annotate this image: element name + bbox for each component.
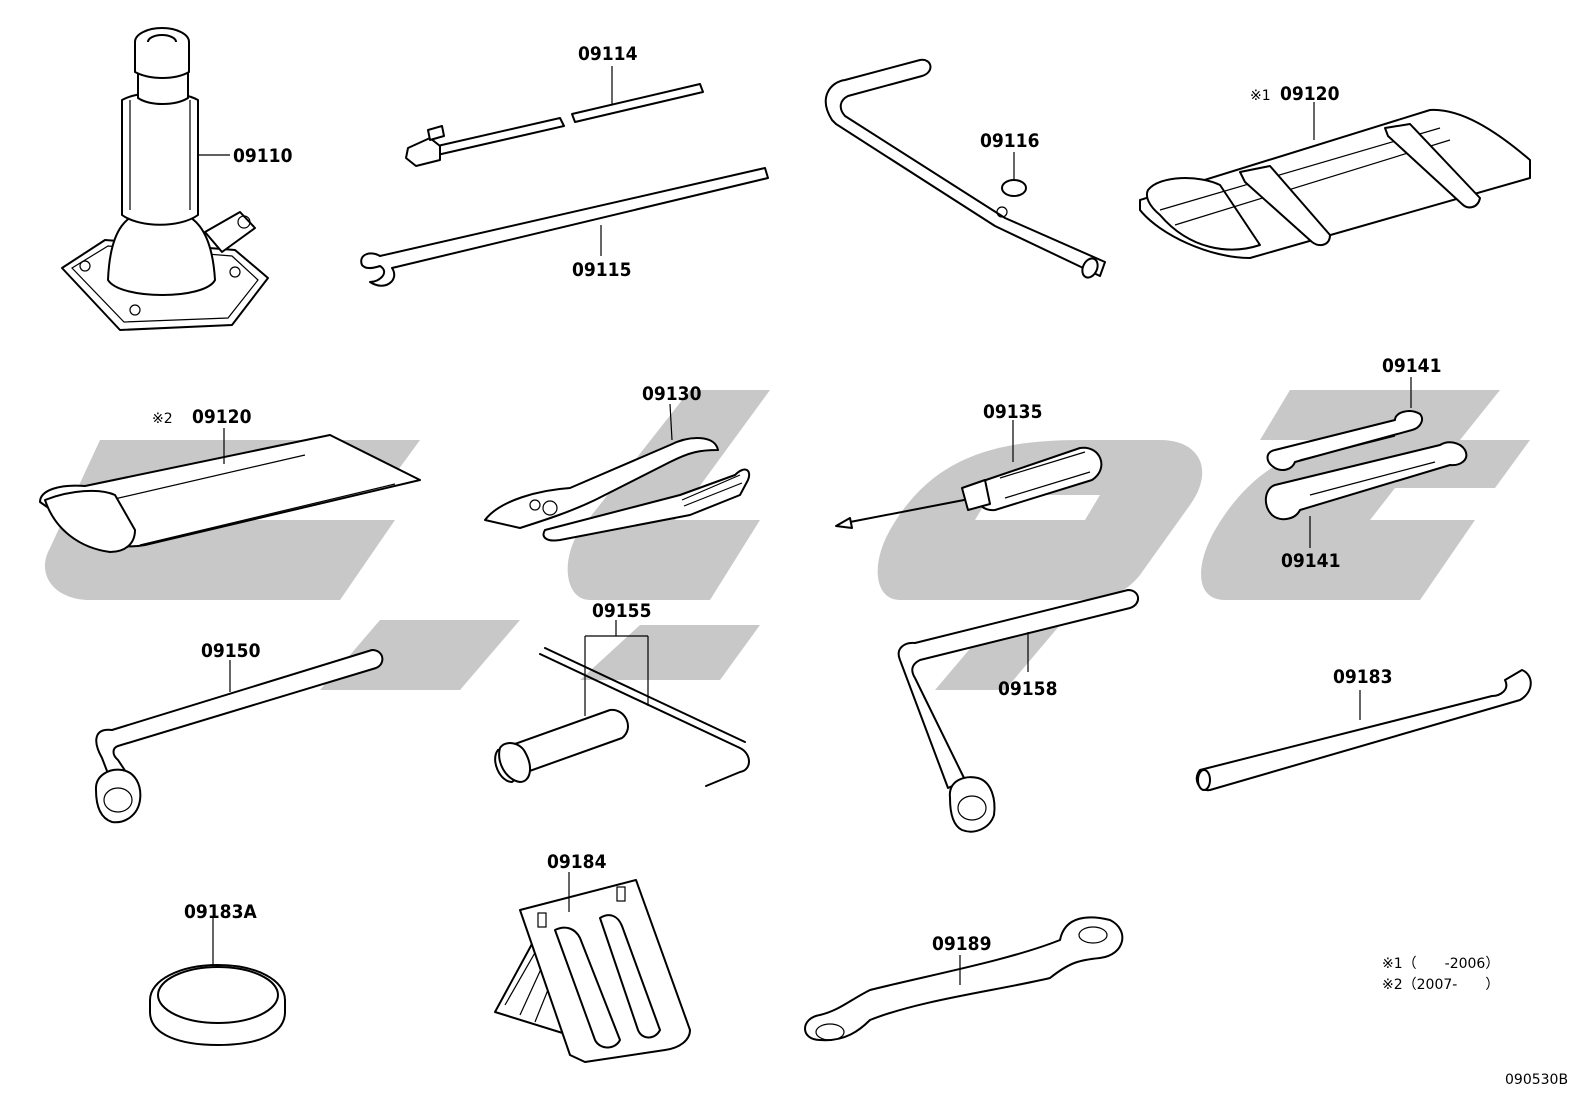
label-09135: 09135 xyxy=(983,401,1042,423)
extension-bar-illustration xyxy=(1195,669,1532,792)
label-09120-left: 09120 xyxy=(192,406,252,428)
label-09120-left-mark: ※2 xyxy=(152,411,173,427)
label-09141-top: 09141 xyxy=(1382,355,1441,377)
label-09130: 09130 xyxy=(642,383,702,405)
socket-bar-illustration xyxy=(494,620,750,787)
label-09110: 09110 xyxy=(233,145,293,167)
label-09114: 09114 xyxy=(578,43,638,65)
wheel-nut-wrench-illustration xyxy=(897,589,1139,833)
label-09120-top: 09120 xyxy=(1280,83,1340,105)
label-09150: 09150 xyxy=(201,640,261,662)
watermark-logo xyxy=(44,390,1530,690)
note-2: ※2（2007- ） xyxy=(1382,977,1499,993)
label-09183: 09183 xyxy=(1333,666,1392,688)
pliers-illustration xyxy=(484,403,751,542)
label-09116: 09116 xyxy=(980,130,1039,152)
wrench-set-illustration xyxy=(1264,377,1468,548)
note-1: ※1（ -2006） xyxy=(1382,956,1499,972)
label-09141-bottom: 09141 xyxy=(1281,550,1340,572)
screwdriver-illustration xyxy=(835,420,1103,529)
cap-illustration xyxy=(149,918,286,1046)
label-09115: 09115 xyxy=(572,259,631,281)
lug-wrench-illustration xyxy=(94,649,384,824)
label-09155: 09155 xyxy=(592,600,651,622)
label-09184: 09184 xyxy=(547,851,607,873)
jack-illustration xyxy=(61,27,269,331)
crank-handle-illustration xyxy=(825,58,1106,279)
diagram-id: 090530B xyxy=(1505,1072,1568,1088)
jack-handle-illustration xyxy=(360,66,769,287)
label-09120-top-mark: ※1 xyxy=(1250,88,1271,104)
tool-bag-flat-illustration xyxy=(39,428,421,553)
label-09189: 09189 xyxy=(932,933,991,955)
ring-wrench-illustration xyxy=(804,916,1124,1042)
tool-bag-illustration xyxy=(1139,102,1531,259)
wheel-chock-illustration xyxy=(494,872,691,1063)
label-09183A: 09183A xyxy=(184,901,257,923)
label-09158: 09158 xyxy=(998,678,1057,700)
